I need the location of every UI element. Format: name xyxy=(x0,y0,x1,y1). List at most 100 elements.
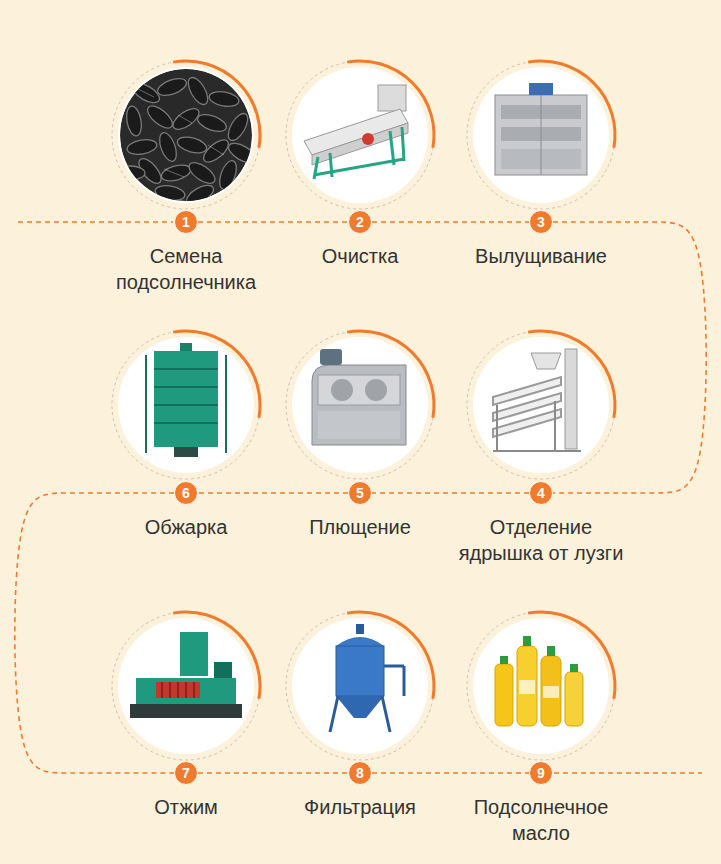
flaker-picture xyxy=(286,331,434,479)
separator-picture xyxy=(554,401,556,451)
press-picture xyxy=(169,682,171,698)
huller-picture xyxy=(541,95,542,175)
huller-picture xyxy=(467,61,615,209)
seeds-picture xyxy=(184,181,217,208)
press-picture xyxy=(130,704,242,718)
oil-bottles-picture xyxy=(467,612,615,760)
filter-picture xyxy=(286,612,434,760)
separator-picture xyxy=(493,450,581,452)
oil-bottles-picture xyxy=(473,618,609,754)
filter-picture xyxy=(330,666,404,732)
seeds-picture xyxy=(216,159,239,192)
step-badge: 2Очистка xyxy=(348,210,372,234)
oil-bottles-picture xyxy=(500,656,508,664)
filter-picture xyxy=(403,666,406,696)
flaker-picture xyxy=(312,365,406,445)
step-number: 6 xyxy=(175,482,197,504)
flaker-picture xyxy=(365,379,387,401)
press-picture xyxy=(112,612,260,760)
filter-picture xyxy=(336,637,384,646)
separator-picture xyxy=(493,401,581,451)
separator-picture xyxy=(565,349,577,449)
seeds-picture xyxy=(144,102,176,132)
huller-picture xyxy=(467,61,615,209)
step-number: 7 xyxy=(175,762,197,784)
separator-picture xyxy=(467,331,615,479)
step-label: Отжим xyxy=(96,794,276,820)
step-label: Плющение xyxy=(270,514,450,540)
dashed-connector xyxy=(198,772,348,774)
seeds-picture xyxy=(184,75,211,108)
cooker-picture xyxy=(154,404,218,406)
separator-picture xyxy=(473,337,609,473)
path-tail xyxy=(554,772,702,774)
flaker-picture xyxy=(292,337,428,473)
step-number: 9 xyxy=(530,762,552,784)
step-badge: 8Фильтрация xyxy=(348,761,372,785)
oil-bottles-picture xyxy=(565,672,583,726)
oil-bottles-picture xyxy=(517,646,537,726)
flaker-picture xyxy=(286,331,434,479)
filter-picture xyxy=(292,618,428,754)
cooker-picture xyxy=(174,447,198,457)
cooker-picture xyxy=(145,355,147,453)
press-picture xyxy=(156,682,200,698)
filter-picture xyxy=(384,665,404,668)
seeds-picture xyxy=(160,162,193,183)
press-picture xyxy=(193,682,195,698)
separator-picture xyxy=(493,377,561,437)
cooker-picture xyxy=(154,351,218,447)
seeds-picture xyxy=(154,184,186,203)
cooker-picture xyxy=(225,355,227,453)
path-tail xyxy=(18,221,173,223)
press-picture xyxy=(136,678,236,704)
dashed-connector xyxy=(198,492,348,494)
oil-bottles-picture xyxy=(495,664,513,726)
step-label: Фильтрация xyxy=(270,794,450,820)
cleaning-sieve-picture xyxy=(286,61,434,209)
oil-bottles-picture xyxy=(519,680,535,694)
cooker-picture xyxy=(112,331,260,479)
seeds-picture xyxy=(115,75,258,209)
step-badge: 7Отжим xyxy=(174,761,198,785)
step-number: 4 xyxy=(530,482,552,504)
seeds-picture xyxy=(138,89,154,97)
press-picture xyxy=(112,612,260,760)
step-number: 8 xyxy=(349,762,371,784)
cleaning-sieve-picture xyxy=(362,133,374,145)
cooker-picture xyxy=(180,343,192,351)
seeds-picture xyxy=(178,115,192,123)
step-badge: 9Подсолнечное масло xyxy=(529,761,553,785)
step-label: Семена подсолнечника xyxy=(96,243,276,295)
cleaning-sieve-picture xyxy=(314,159,404,175)
cleaning-sieve-picture xyxy=(314,127,404,179)
press-picture xyxy=(118,618,254,754)
flaker-picture xyxy=(331,379,353,401)
seeds-picture xyxy=(112,61,260,209)
separator-picture xyxy=(493,409,561,437)
seeds-picture xyxy=(118,67,254,203)
flaker-picture xyxy=(318,375,400,405)
step-badge: 1Семена подсолнечника xyxy=(174,210,198,234)
step-label: Вылущивание xyxy=(451,243,631,269)
press-picture xyxy=(180,632,208,676)
step-badge: 6Обжарка xyxy=(174,481,198,505)
seeds-picture xyxy=(156,75,189,98)
step-number: 2 xyxy=(349,211,371,233)
seeds-picture xyxy=(112,61,260,209)
seeds-picture xyxy=(176,134,209,155)
press-picture xyxy=(214,662,232,678)
cleaning-sieve-picture xyxy=(292,67,428,203)
oil-bottles-picture xyxy=(467,612,615,760)
cleaning-sieve-picture xyxy=(402,127,404,161)
flaker-picture xyxy=(320,349,342,365)
filter-picture xyxy=(356,624,364,634)
seeds-picture xyxy=(125,105,144,137)
separator-picture xyxy=(531,353,561,369)
step-badge: 5Плющение xyxy=(348,481,372,505)
step-number: 5 xyxy=(349,482,371,504)
press-picture xyxy=(185,682,187,698)
seeds-picture xyxy=(130,79,163,106)
cleaning-sieve-picture xyxy=(286,61,434,209)
